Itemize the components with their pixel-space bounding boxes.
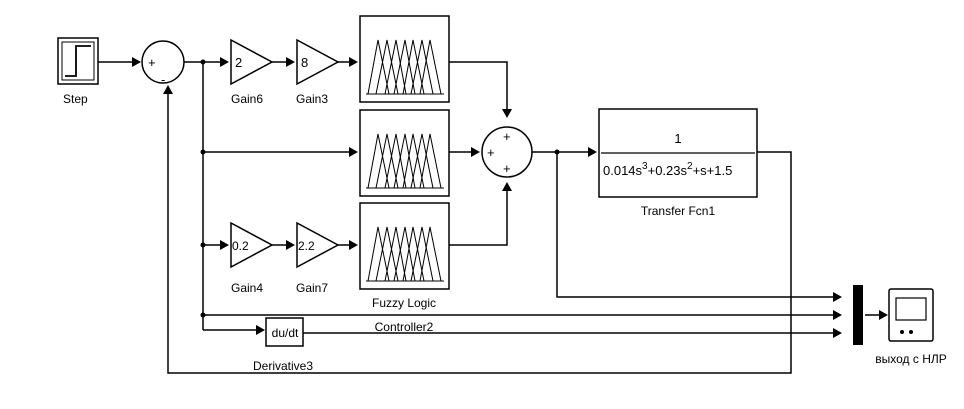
sum2-left-plus-sign: +	[487, 145, 495, 160]
derivative-label: Derivative3	[253, 359, 313, 373]
gain4-label: Gain4	[231, 281, 263, 295]
gain3-value: 8	[301, 55, 308, 70]
step-block[interactable]	[57, 37, 99, 85]
fuzzy-controller1-block[interactable]	[359, 109, 450, 197]
membership-functions-icon	[366, 226, 444, 282]
transfer-fcn-label: Transfer Fcn1	[641, 204, 716, 218]
transfer-fcn-block[interactable]: 1 0.014s3+0.23s2+s+1.5	[598, 108, 758, 198]
transfer-fcn-denominator: 0.014s3+0.23s2+s+1.5	[603, 161, 732, 178]
gain3-label: Gain3	[296, 92, 328, 106]
gain6-value: 2	[235, 55, 242, 70]
transfer-fcn-numerator: 1	[674, 131, 681, 146]
scope-label: выход с НЛР	[875, 352, 947, 366]
sum1-minus-sign: -	[161, 72, 165, 87]
sum2-bottom-plus-sign: +	[503, 161, 511, 176]
gain3-block[interactable]: 8	[296, 38, 340, 86]
sum2-block[interactable]: + + +	[481, 126, 533, 178]
derivative-block[interactable]: du/dt	[265, 317, 304, 347]
step-label: Step	[63, 92, 88, 106]
sum1-block[interactable]: + -	[141, 40, 185, 87]
gain7-value: 2.2	[298, 239, 315, 253]
gain4-block[interactable]: 0.2	[230, 221, 274, 269]
gain7-label: Gain7	[296, 281, 328, 295]
sum2-top-plus-sign: +	[503, 129, 511, 144]
gain6-block[interactable]: 2	[230, 38, 274, 86]
sum1-plus-sign: +	[148, 55, 156, 70]
derivative-symbol: du/dt	[272, 326, 299, 340]
gain4-value: 0.2	[232, 239, 249, 253]
membership-functions-icon	[366, 133, 444, 189]
mux-block[interactable]	[853, 285, 863, 345]
fuzzy-controller2-block[interactable]	[359, 202, 450, 290]
signal-wires	[98, 57, 888, 374]
gain6-label: Gain6	[231, 92, 263, 106]
fuzzy-controller-block[interactable]	[359, 15, 450, 103]
gain7-block[interactable]: 2.2	[296, 221, 340, 269]
membership-functions-icon	[366, 39, 444, 95]
scope-block[interactable]	[888, 288, 934, 342]
